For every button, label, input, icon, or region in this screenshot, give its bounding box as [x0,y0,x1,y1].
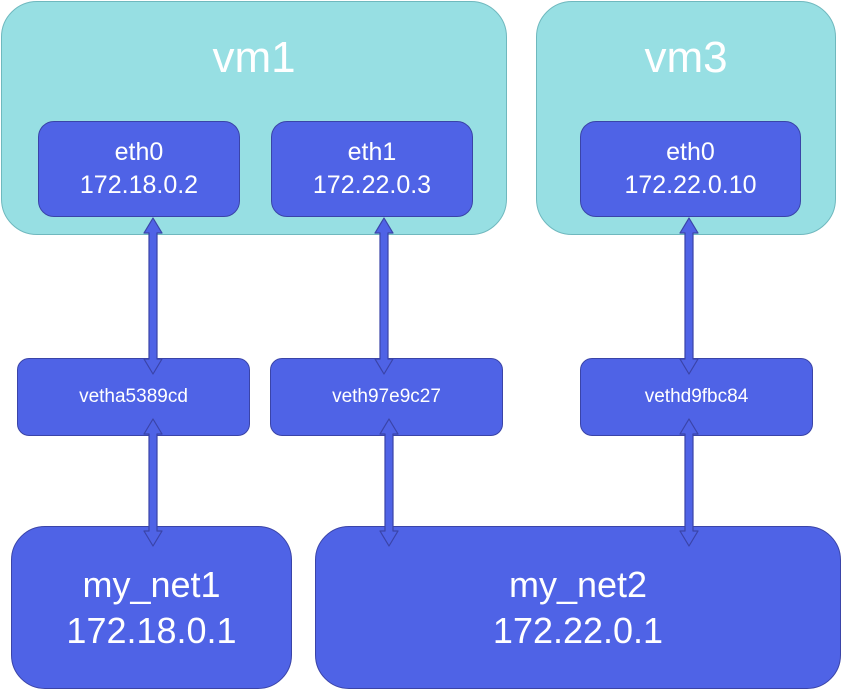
veth-vethd9fbc84: vethd9fbc84 [580,358,813,436]
vm3-eth0-interface: eth0 172.22.0.10 [580,121,801,217]
vm1-eth0-name: eth0 [114,138,164,166]
network-my-net1-name: my_net1 [82,563,221,605]
link-vm1-eth1-veth97-arrow [374,217,394,375]
vm1-eth1-ip: 172.22.0.3 [312,171,432,199]
link-vm3-eth0-vethd9-arrow [679,217,699,375]
vm1-eth1-interface: eth1 172.22.0.3 [271,121,473,217]
vm1-eth0-ip: 172.18.0.2 [79,171,199,199]
network-my-net2-gateway: 172.22.0.1 [492,609,664,651]
vm3-eth0-name: eth0 [666,138,715,166]
vm1-title: vm1 [212,33,296,82]
vm3-eth0-ip: 172.22.0.10 [624,171,757,199]
vm3-title: vm3 [644,33,728,82]
link-vm1-eth0-vetha-arrow [143,217,163,375]
network-my-net1-gateway: 172.18.0.1 [66,609,237,651]
vm1-eth1-name: eth1 [347,138,397,166]
veth-vetha5389cd: vetha5389cd [17,358,250,436]
veth-veth97e9c27: veth97e9c27 [270,358,503,436]
vm1-eth0-interface: eth0 172.18.0.2 [38,121,240,217]
network-my-net2: my_net2 172.22.0.1 [315,526,841,689]
network-my-net1: my_net1 172.18.0.1 [11,526,292,689]
network-my-net2-name: my_net2 [508,563,648,605]
